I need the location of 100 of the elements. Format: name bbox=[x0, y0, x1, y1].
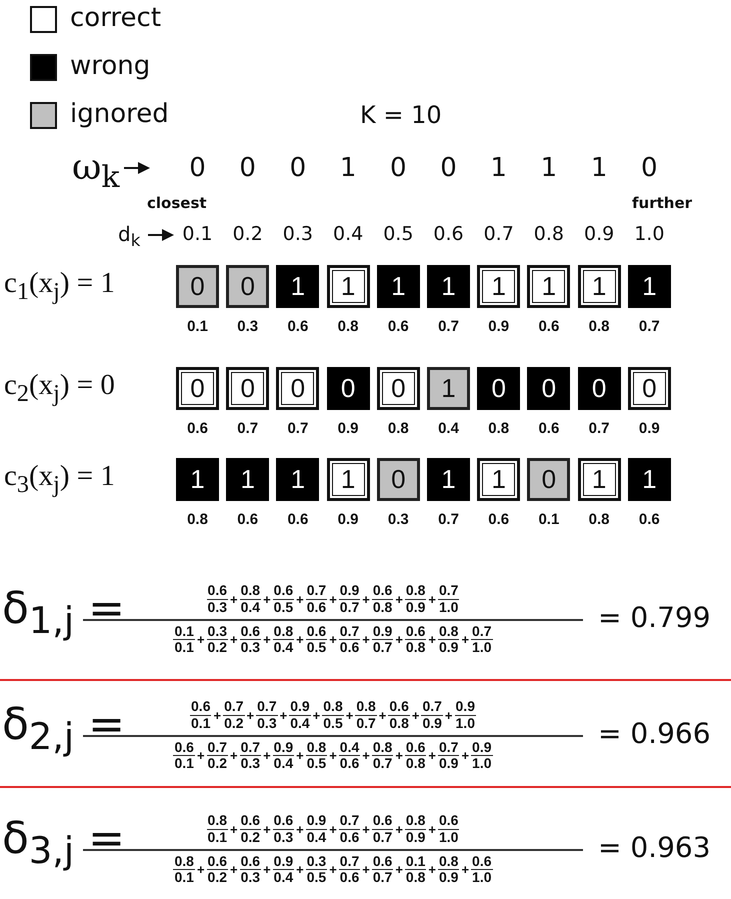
fraction-numerator: 0.6 bbox=[389, 699, 409, 715]
plus-sign: + bbox=[412, 708, 420, 723]
fraction-numerator: 0.6 bbox=[406, 740, 426, 756]
fraction-denominator: 0.8 bbox=[388, 714, 410, 731]
fraction-denominator: 0.5 bbox=[306, 869, 328, 886]
plus-sign: + bbox=[428, 748, 436, 764]
answer-cell: 1 bbox=[427, 367, 470, 410]
fraction-numerator: 0.6 bbox=[372, 854, 392, 870]
legend-label: correct bbox=[70, 5, 162, 31]
answer-cell: 1 bbox=[477, 458, 520, 501]
fraction-numerator: 0.7 bbox=[224, 699, 244, 715]
plus-sign: + bbox=[196, 748, 205, 764]
plus-sign: + bbox=[428, 862, 436, 878]
fraction-numerator: 0.8 bbox=[356, 699, 376, 715]
fraction-numerator: 0.6 bbox=[208, 854, 228, 870]
fraction-denominator: 0.7 bbox=[372, 755, 394, 772]
fraction-denominator: 0.3 bbox=[240, 639, 262, 656]
answer-cell: 1 bbox=[578, 458, 621, 501]
similarity-symbol: δ$_{2,j}$ = bbox=[2, 703, 125, 756]
score-value: 0.7 bbox=[286, 421, 310, 436]
score-value: 0.6 bbox=[386, 319, 410, 334]
answer-cell: 0 bbox=[527, 367, 570, 410]
score-value: 0.7 bbox=[236, 421, 260, 436]
fraction-denominator: 0.1 bbox=[206, 828, 228, 845]
fraction-numerator: 0.1 bbox=[406, 854, 426, 870]
fraction-denominator: 0.4 bbox=[272, 869, 294, 886]
fraction-numerator: 0.8 bbox=[406, 583, 426, 599]
fraction-numerator: 0.7 bbox=[340, 624, 360, 640]
fraction-denominator: 0.2 bbox=[206, 869, 228, 886]
fraction-numerator: 0.9 bbox=[340, 583, 360, 599]
fraction-denominator: 0.6 bbox=[338, 755, 360, 772]
fraction-denominator: 1.0 bbox=[438, 598, 460, 615]
fraction-denominator: 0.3 bbox=[206, 598, 228, 615]
class-label: c$_{3}$(x$_{j}$) = 1 bbox=[4, 462, 115, 497]
fraction-numerator: 0.6 bbox=[306, 624, 326, 640]
score-value: 0.8 bbox=[588, 319, 611, 334]
weight-value: 0 bbox=[188, 155, 207, 181]
fraction-numerator: 0.6 bbox=[240, 854, 260, 870]
distance-value: 0.3 bbox=[282, 225, 314, 244]
fraction-denominator: 0.3 bbox=[272, 828, 294, 845]
answer-cell: 1 bbox=[427, 265, 470, 308]
score-value: 0.7 bbox=[437, 512, 460, 527]
plus-sign: + bbox=[428, 632, 436, 648]
answer-cell: 0 bbox=[376, 458, 420, 501]
score-value: 0.6 bbox=[638, 512, 661, 527]
score-value: 0.1 bbox=[537, 512, 560, 527]
score-value: 0.8 bbox=[186, 512, 209, 527]
score-value: 0.9 bbox=[487, 319, 510, 334]
answer-cell: 0 bbox=[326, 367, 370, 410]
legend-label: ignored bbox=[70, 101, 169, 127]
plus-sign: + bbox=[263, 862, 271, 878]
fraction-numerator: 0.8 bbox=[406, 813, 426, 829]
fraction-numerator: 0.8 bbox=[372, 740, 392, 756]
similarity-symbol: δ$_{1,j}$ = bbox=[2, 587, 125, 640]
fraction-numerator: 0.6 bbox=[174, 740, 194, 756]
answer-cell: 1 bbox=[326, 458, 370, 501]
answer-cell: 1 bbox=[326, 265, 370, 308]
score-value: 0.8 bbox=[588, 512, 611, 527]
answer-cell: 1 bbox=[276, 458, 320, 501]
weight-value: 0 bbox=[439, 155, 458, 181]
answer-cell: 1 bbox=[578, 265, 621, 308]
plus-sign: + bbox=[329, 822, 337, 837]
fraction-denominator: 0.2 bbox=[206, 755, 228, 772]
fraction-numerator: 0.6 bbox=[208, 583, 228, 599]
fraction-numerator: 0.6 bbox=[240, 624, 260, 640]
distance-value: 0.9 bbox=[582, 225, 616, 244]
weight-value: 1 bbox=[338, 155, 358, 181]
weight-value: 0 bbox=[288, 155, 308, 181]
score-value: 0.6 bbox=[286, 319, 310, 334]
fraction-denominator: 0.3 bbox=[240, 755, 262, 772]
plus-sign: + bbox=[362, 748, 370, 764]
fraction-denominator: 0.5 bbox=[306, 639, 328, 656]
fraction-denominator: 0.1 bbox=[173, 639, 195, 656]
fraction-numerator: 0.9 bbox=[472, 740, 492, 756]
plus-sign: + bbox=[362, 632, 370, 648]
plus-sign: + bbox=[263, 822, 271, 837]
plus-sign: + bbox=[296, 632, 304, 648]
fraction-numerator: 0.7 bbox=[257, 699, 277, 715]
score-value: 0.8 bbox=[487, 421, 510, 436]
fraction-denominator: 0.5 bbox=[272, 598, 294, 615]
answer-cell: 0 bbox=[527, 458, 570, 501]
fraction-numerator: 0.7 bbox=[340, 854, 360, 870]
score-value: 0.7 bbox=[437, 319, 460, 334]
fraction-numerator: 0.7 bbox=[438, 740, 458, 756]
fraction-numerator: 0.6 bbox=[438, 813, 458, 829]
fraction-denominator: 0.9 bbox=[404, 598, 426, 615]
plus-sign: + bbox=[196, 862, 205, 878]
plus-sign: + bbox=[230, 862, 238, 878]
fraction-denominator: 0.4 bbox=[240, 598, 262, 615]
fraction-denominator: 0.4 bbox=[306, 828, 328, 845]
fraction-denominator: 0.6 bbox=[338, 828, 360, 845]
fraction-denominator: 0.9 bbox=[421, 714, 443, 731]
plus-sign: + bbox=[395, 592, 403, 607]
plus-sign: + bbox=[428, 592, 436, 607]
plus-sign: + bbox=[296, 862, 304, 878]
weight-value: 1 bbox=[489, 155, 508, 181]
answer-cell: 0 bbox=[578, 367, 621, 410]
score-value: 0.1 bbox=[186, 319, 209, 334]
fraction-numerator: 0.7 bbox=[340, 813, 360, 829]
answer-cell: 0 bbox=[628, 367, 671, 410]
